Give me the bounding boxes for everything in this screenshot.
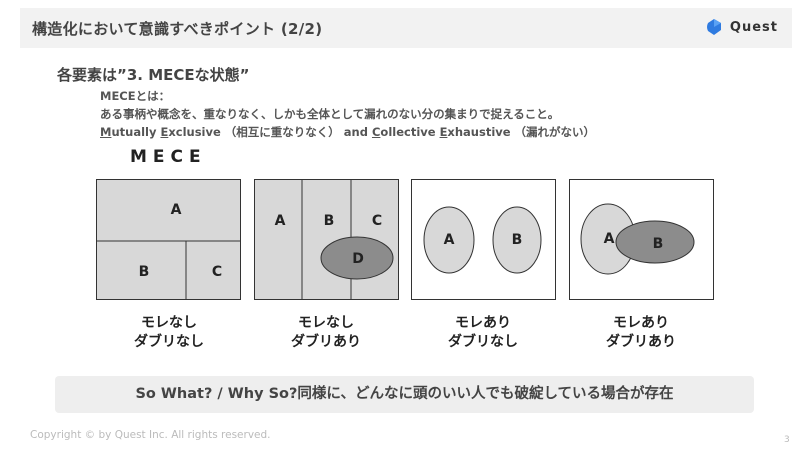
diagram2-frame bbox=[254, 179, 399, 300]
diagram2-label-b: B bbox=[324, 213, 335, 229]
slide-header: 構造化において意識すべきポイント (2/2) Quest bbox=[20, 8, 792, 48]
english-part-3: ollective bbox=[380, 125, 440, 139]
diagram2-label-d: D bbox=[352, 251, 364, 267]
diagram-omission-no-overlap: A B bbox=[411, 179, 556, 300]
diagram4-ellipse-b bbox=[615, 220, 695, 264]
diagram2-caption: モレなし ダブリあり bbox=[246, 314, 406, 352]
diagram4-label-b: B bbox=[653, 236, 664, 252]
definition-english: Mutually Exclusive （相互に重なりなく） and Collec… bbox=[100, 124, 595, 140]
diagram1-caption: モレなし ダブリなし bbox=[89, 314, 249, 352]
initial-e2: E bbox=[439, 125, 448, 139]
diagram4-caption-line2: ダブリあり bbox=[606, 334, 676, 350]
bottom-note: So What? / Why So?同様に、どんなに頭のいい人でも破綻している場… bbox=[55, 376, 754, 413]
diagram1-caption-line1: モレなし bbox=[141, 315, 197, 331]
diagram4-caption: モレあり ダブリあり bbox=[561, 314, 721, 352]
brand-name: Quest bbox=[729, 19, 778, 35]
initial-c: C bbox=[371, 125, 381, 139]
section-heading: 各要素は”3. MECEな状態” bbox=[57, 66, 250, 84]
diagram2-label-c: C bbox=[372, 213, 382, 229]
slide-title: 構造化において意識すべきポイント (2/2) bbox=[32, 20, 323, 38]
definition-body: ある事柄や概念を、重なりなく、しかも全体として漏れのない分の集まりで捉えること。 bbox=[100, 107, 560, 121]
diagram1-label-c: C bbox=[212, 264, 222, 280]
diagram2-caption-line1: モレなし bbox=[298, 315, 354, 331]
diagram3-ellipse-b bbox=[492, 206, 542, 274]
diagram-no-omission-overlap: A B C D bbox=[254, 179, 399, 300]
diagram3-label-b: B bbox=[512, 232, 523, 248]
diagram1-frame bbox=[96, 179, 241, 300]
diagram1-caption-line2: ダブリなし bbox=[134, 334, 204, 350]
diagram4-caption-line1: モレあり bbox=[613, 315, 669, 331]
diagram2-label-a: A bbox=[275, 213, 286, 229]
mece-title: MECE bbox=[130, 147, 207, 167]
page-number: 3 bbox=[784, 435, 790, 445]
diagram1-label-b: B bbox=[139, 264, 150, 280]
diagram-omission-overlap: A B bbox=[569, 179, 714, 300]
quest-logo-icon bbox=[706, 19, 721, 35]
diagram2-caption-line2: ダブリあり bbox=[291, 334, 361, 350]
diagram3-caption-line2: ダブリなし bbox=[448, 334, 518, 350]
english-part-1: utually bbox=[111, 125, 161, 139]
copyright-text: Copyright © by Quest Inc. All rights res… bbox=[30, 429, 271, 441]
diagram-no-omission-no-overlap: A B C bbox=[96, 179, 241, 300]
diagram3-ellipse-a bbox=[423, 206, 475, 274]
diagram3-caption-line1: モレあり bbox=[455, 315, 511, 331]
english-part-2: xclusive （相互に重なりなく） and bbox=[168, 125, 372, 139]
diagram4-label-a: A bbox=[604, 231, 615, 247]
diagram3-caption: モレあり ダブリなし bbox=[403, 314, 563, 352]
initial-m: M bbox=[100, 125, 112, 139]
brand-logo: Quest bbox=[705, 18, 778, 36]
definition-label: MECEとは： bbox=[100, 89, 171, 103]
english-part-4: xhaustive （漏れがない） bbox=[447, 125, 596, 139]
diagram2-ellipse-d bbox=[320, 236, 394, 280]
diagram1-label-a: A bbox=[171, 202, 182, 218]
initial-e1: E bbox=[160, 125, 169, 139]
diagram3-label-a: A bbox=[444, 232, 455, 248]
